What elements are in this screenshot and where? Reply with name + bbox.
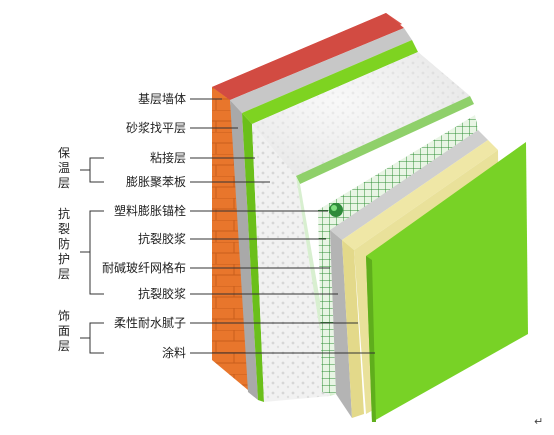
base-wall-shape (212, 13, 404, 390)
leader-lines (80, 98, 375, 354)
label-mortar: 砂浆找平层 (126, 120, 186, 135)
group-finish-char-0: 饰 (58, 309, 70, 323)
group-finish-char-1: 面 (58, 324, 70, 338)
eps-board-shape (252, 52, 470, 402)
label-mesh: 耐碱玻纤网格布 (102, 260, 186, 275)
anchor-shape (329, 203, 343, 217)
layer-labels: 基层墙体 砂浆找平层 粘接层 膨胀聚苯板 塑料膨胀锚栓 抗裂胶浆 耐碱玻纤网格布… (102, 92, 186, 360)
label-crack-mortar-2: 抗裂胶浆 (138, 286, 186, 301)
label-anchor: 塑料膨胀锚栓 (114, 203, 186, 218)
corner-mark: ↵ (534, 415, 543, 428)
label-crack-mortar-1: 抗裂胶浆 (138, 231, 186, 246)
crack-mortar-shape (330, 130, 488, 418)
label-putty: 柔性耐水腻子 (114, 316, 186, 330)
group-anti-crack-char-0: 抗 (58, 206, 70, 221)
label-base-wall: 基层墙体 (138, 92, 186, 106)
mortar-layer-shape (230, 28, 412, 400)
group-insulation-char-0: 保 (58, 146, 70, 160)
label-adhesive: 粘接层 (150, 150, 186, 165)
group-anti-crack-char-1: 裂 (58, 222, 70, 236)
paint-layer-shape (366, 142, 528, 422)
label-paint: 涂料 (162, 345, 186, 360)
group-anti-crack-char-3: 护 (58, 252, 70, 266)
label-eps-board: 膨胀聚苯板 (126, 175, 186, 189)
adhesive-layer-shape (242, 40, 418, 402)
group-insulation-char-1: 温 (58, 161, 70, 175)
group-anti-crack-char-2: 防 (58, 236, 70, 251)
mesh-layer-shape (296, 96, 478, 396)
group-insulation-char-2: 层 (58, 176, 70, 190)
group-anti-crack-char-4: 层 (58, 267, 70, 281)
group-finish-char-2: 层 (58, 339, 70, 353)
